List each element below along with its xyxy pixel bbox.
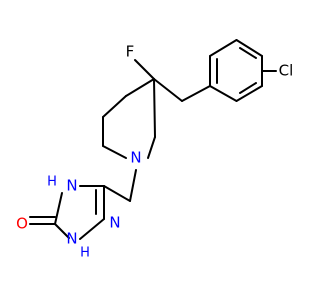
chlorophenyl-ring xyxy=(209,39,263,102)
bond-ar-double-2 xyxy=(239,82,257,94)
bond-ar4 xyxy=(209,85,238,102)
triazole-n4-hydrogen-label: H xyxy=(47,175,57,190)
bond-ar6 xyxy=(209,39,238,57)
bond-tri-n4-c3 xyxy=(54,192,63,225)
oxygen-label: O xyxy=(16,215,28,233)
triazole-n1-label: N xyxy=(66,230,77,248)
piperidine-nitrogen-label: N xyxy=(130,149,141,167)
bond-c4-f xyxy=(134,59,155,80)
chlorine-label: Cl xyxy=(279,62,294,80)
triazole-n2-label: N xyxy=(109,214,120,232)
molecule-canvas: F Cl N H N N H N O xyxy=(16,39,294,261)
bond-ar1 xyxy=(235,39,263,57)
bond-ch2-c4 xyxy=(153,78,183,102)
bond-ar-ch2 xyxy=(181,85,211,102)
molecule-structure: F Cl N H N N H N O xyxy=(16,39,294,261)
bond-tri-n2-n1 xyxy=(79,218,105,240)
bond-ar3 xyxy=(235,85,263,102)
piperidine-ring xyxy=(102,78,156,159)
bond-tri-c3-n2 xyxy=(54,223,70,239)
bond-ar-double-1 xyxy=(239,47,257,59)
fluorine-label: F xyxy=(126,43,135,61)
bond-pip1 xyxy=(125,78,155,97)
triazole-n4-label: N xyxy=(66,177,77,195)
bond-pip4 xyxy=(102,145,127,159)
triazole-ring xyxy=(54,185,105,240)
bond-n-ch2 xyxy=(129,169,137,202)
bond-pip2 xyxy=(102,95,127,118)
triazole-n1-hydrogen-label: H xyxy=(80,246,90,261)
bond-ch2-triazole xyxy=(103,185,131,202)
bond-pip5 xyxy=(147,136,156,159)
bond-pip6 xyxy=(153,78,156,138)
